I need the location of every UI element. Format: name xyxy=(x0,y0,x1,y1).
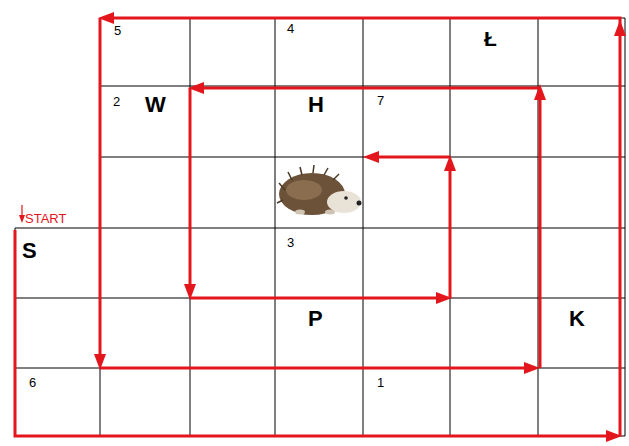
cell-letter: W xyxy=(145,94,166,116)
cell-number: 4 xyxy=(287,22,294,35)
cell-letter: H xyxy=(308,94,324,116)
hedgehog xyxy=(277,165,362,215)
cell-letter: Ł xyxy=(484,28,497,49)
cell-number: 6 xyxy=(29,376,36,389)
red-route xyxy=(15,12,626,442)
grid xyxy=(15,18,625,436)
cell-number: 1 xyxy=(377,376,384,389)
cell-number: 5 xyxy=(114,24,121,37)
cell-number: 2 xyxy=(113,95,120,108)
cell-number: 7 xyxy=(377,94,384,107)
cell-number: 3 xyxy=(287,236,294,249)
start-label: START xyxy=(25,212,66,225)
cell-letter: S xyxy=(22,240,37,262)
cell-letter: P xyxy=(308,308,323,330)
cell-letter: K xyxy=(569,308,585,330)
